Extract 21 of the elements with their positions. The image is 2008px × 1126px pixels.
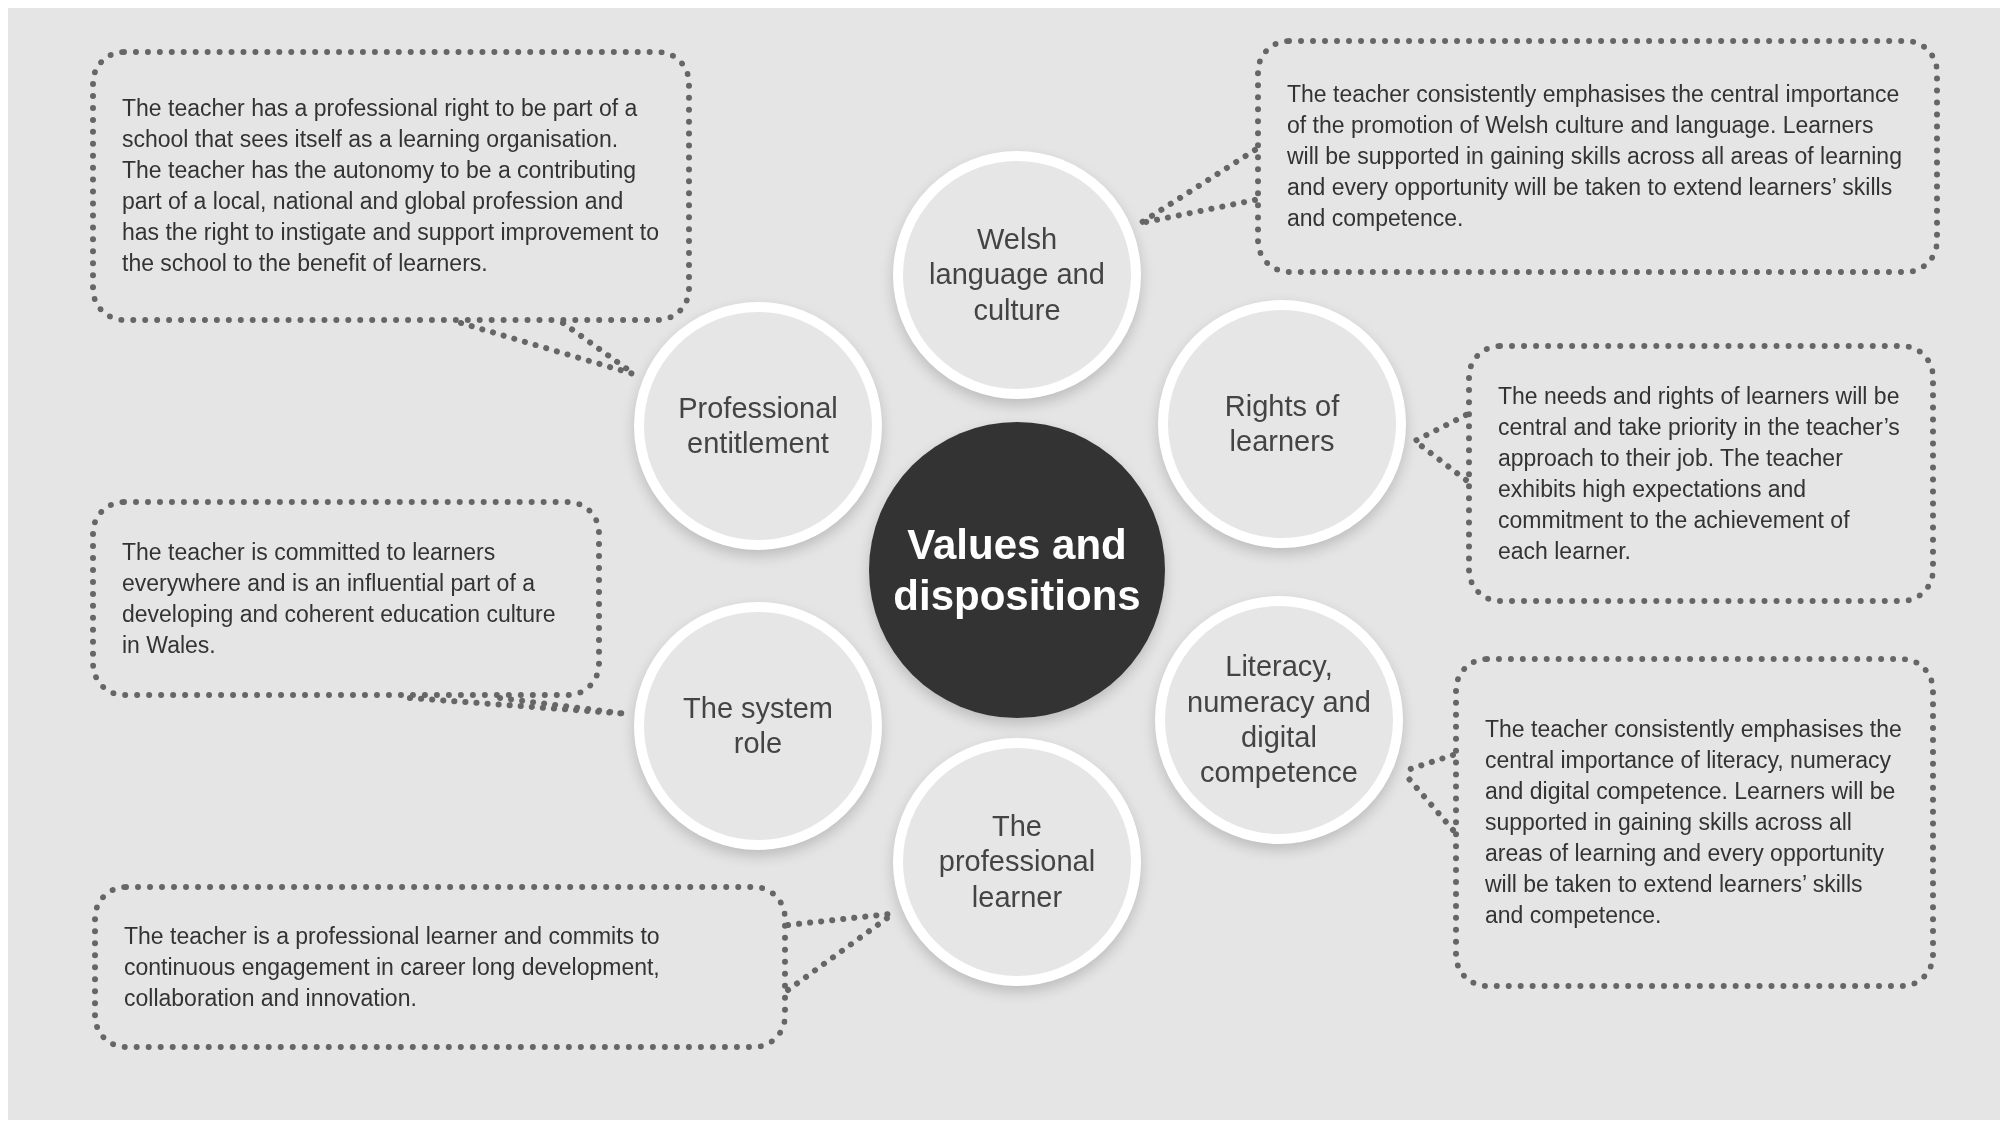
description-text: The teacher is a professional learner and commits to continuous engagement in career long development, collaboration and innovation. xyxy=(124,921,661,1013)
speech-bubble xyxy=(90,499,602,698)
circle-label: The system role xyxy=(682,690,834,761)
description-text: The teacher has a professional right to be part of a school that sees itself as a learning organisation. The teacher has the autonomy to be a contributing part of a local, national and global profession and has the right to instigate and support improvement to the school to the benefit of learners. xyxy=(122,94,660,278)
speech-bubble xyxy=(90,49,692,323)
description-text: The teacher is committed to learners everywhere and is an influential part of a developing and coherent education culture in Wales. xyxy=(122,537,557,660)
speech-bubble xyxy=(1466,343,1936,604)
circle-label: The professional learner xyxy=(937,808,1097,915)
speech-bubble xyxy=(1453,656,1936,989)
description-text: The teacher consistently emphasises the central importance of the promotion of Welsh culture and language. Learners will be supported in gaining skills across all areas of learning and every opportunity will be taken to extend learners’ skills and competence. xyxy=(1287,80,1903,233)
circle-label: Professional entitlement xyxy=(677,390,839,461)
speech-bubble-tail xyxy=(1411,412,1469,483)
circle-label: Literacy, numeracy and digital competence xyxy=(1186,649,1372,791)
circle-label: Rights of learners xyxy=(1223,388,1341,459)
description-text: The needs and rights of learners will be central and take priority in the teacher’s approach to their job. The teacher exhibits high expectations and commitment to the achievement of each learner. xyxy=(1498,381,1901,566)
description-text: The teacher consistently emphasises the central importance of literacy, numeracy and digital competence. Learners will be supported in gaining skills across all areas of learning and every opportunity will be taken to extend learners’ skills and competence. xyxy=(1485,715,1903,930)
speech-bubble xyxy=(1255,38,1940,275)
circle-label: Values and dispositions xyxy=(892,519,1142,621)
speech-bubble xyxy=(92,884,788,1050)
speech-bubble-tail xyxy=(1137,147,1258,227)
circle-label: Welsh language and culture xyxy=(928,221,1106,328)
